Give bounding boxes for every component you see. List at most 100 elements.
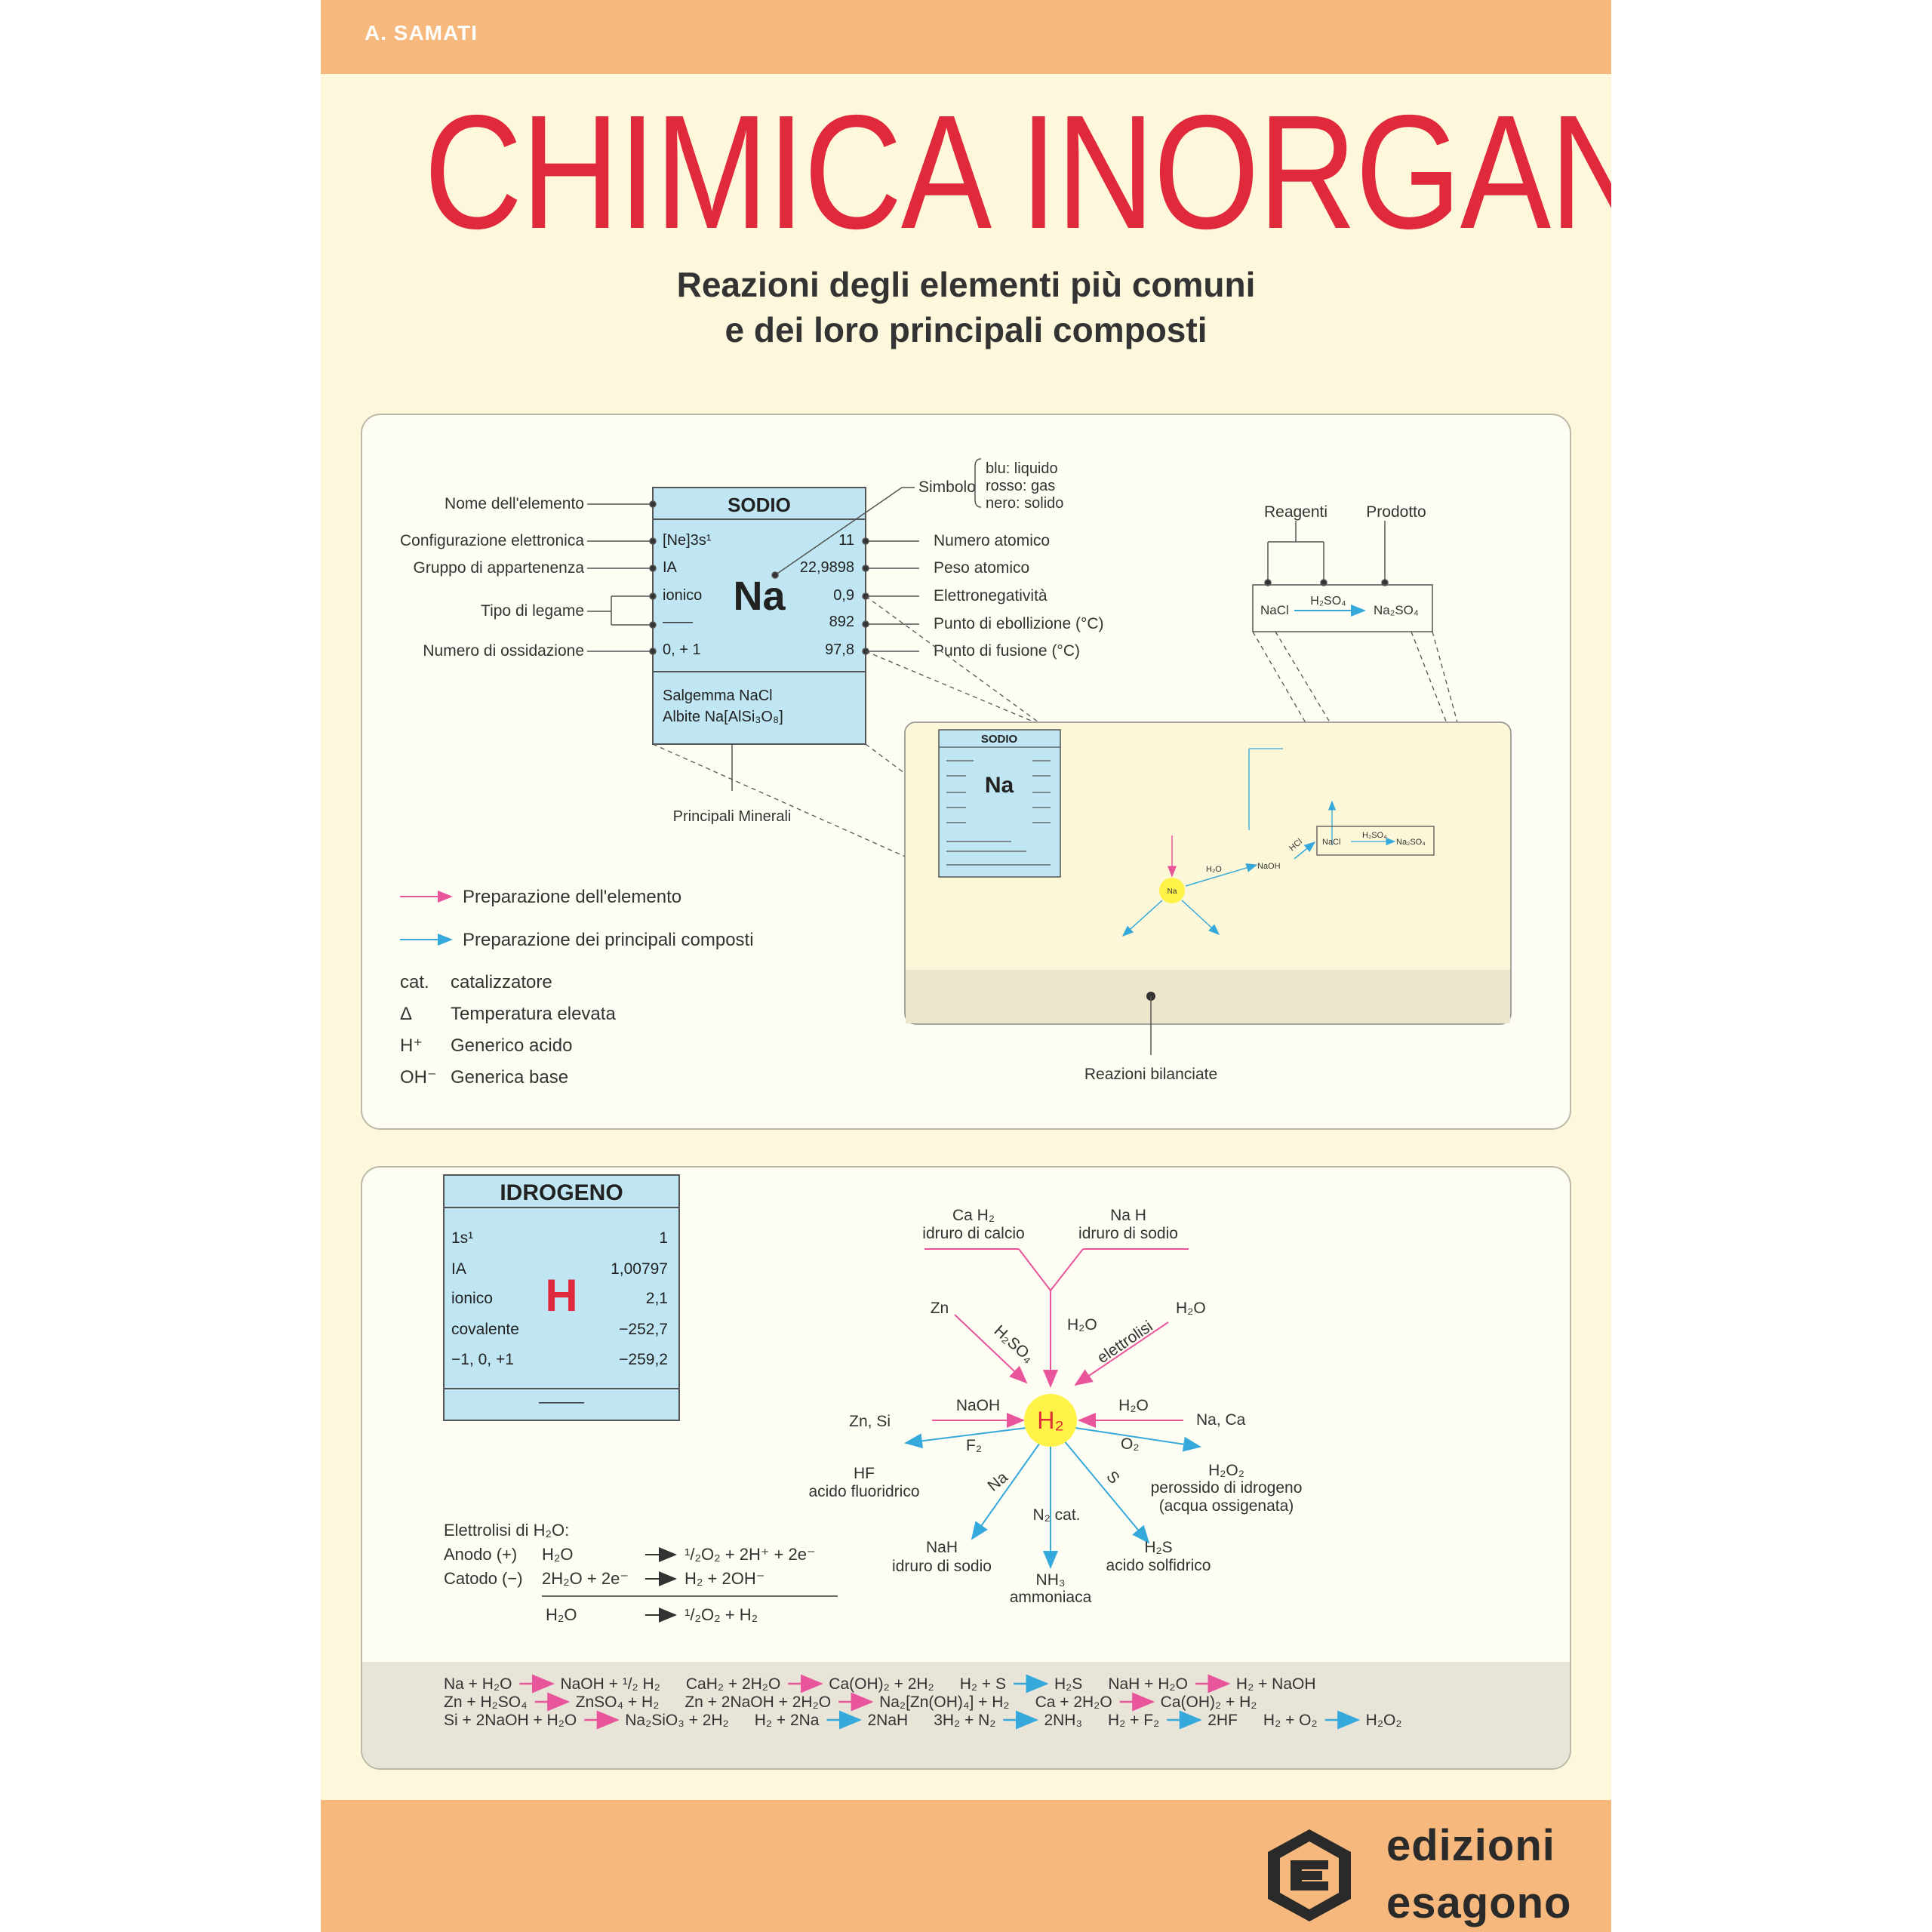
card-config: [Ne]3s¹	[663, 532, 712, 549]
symbol-color-gas: rosso: gas	[986, 478, 1055, 494]
example-product: Na₂SO₄	[1374, 603, 1419, 617]
mini-hydroxide: NaOH	[1257, 862, 1281, 871]
card-mineral-2: Albite Na[AlSi₃O₈]	[663, 709, 783, 725]
reaction-products: H₂ + NaOH	[1236, 1675, 1316, 1693]
key-base-symbol: OH⁻	[400, 1067, 437, 1088]
reaction-reactants: H₂ + 2Na	[755, 1712, 820, 1729]
card-boiling-point: 892	[829, 614, 854, 630]
label-bond-type: Tipo di legame	[481, 602, 584, 620]
hydrogen-row-2-left: IA	[451, 1260, 466, 1278]
hydrogen-row-4-right: −252,7	[619, 1321, 668, 1338]
reaction-products: 2NaH	[867, 1712, 908, 1729]
reaction-products: ZnSO₄ + H₂	[576, 1694, 660, 1711]
reaction-reactants: Si + 2NaOH + H₂O	[444, 1712, 577, 1729]
hf-name: acido fluoridrico	[808, 1483, 919, 1500]
mini-center: Na	[1168, 888, 1177, 896]
electrolysis-title: Elettrolisi di H₂O:	[444, 1521, 569, 1540]
f2-label: F₂	[966, 1437, 982, 1454]
o2-label: O₂	[1121, 1435, 1140, 1453]
bottom-band	[321, 1800, 1611, 1932]
reaction-products: H₂S	[1054, 1675, 1082, 1693]
key-acid-text: Generico acido	[451, 1035, 572, 1056]
hydrogen-panel: IDROGENO H 1s¹ 1 IA 1,00797 ionico 2,1 c…	[361, 1166, 1571, 1770]
top-band	[321, 0, 1611, 74]
publisher-line-1: edizioni	[1386, 1821, 1555, 1870]
reaction-reactants: Ca + 2H₂O	[1035, 1694, 1112, 1711]
nah-top-name: idruro di sodio	[1078, 1225, 1178, 1242]
label-atomic-weight: Peso atomico	[934, 559, 1029, 577]
author: A. SAMATI	[365, 21, 478, 45]
reaction-products: 2HF	[1208, 1712, 1238, 1729]
reaction-products: Na₂[Zn(OH)₄] + H₂	[879, 1694, 1009, 1711]
label-atomic-number: Numero atomico	[934, 532, 1050, 549]
key-base-text: Generica base	[451, 1067, 568, 1088]
mini-card-name: SODIO	[981, 733, 1018, 746]
label-balanced-reactions: Reazioni bilanciate	[1084, 1066, 1217, 1083]
na-ca-label: Na, Ca	[1196, 1411, 1246, 1429]
cathode-output: H₂ + 2OH⁻	[685, 1569, 764, 1588]
label-symbol: Simbolo	[918, 478, 976, 496]
reaction-reactants: 3H₂ + N₂	[934, 1712, 995, 1729]
reaction-products: 2NH₃	[1044, 1712, 1082, 1729]
publisher-line-2: esagono	[1386, 1878, 1572, 1927]
hydrogen-card-name: IDROGENO	[500, 1180, 623, 1205]
label-element-name: Nome dell'elemento	[445, 495, 584, 512]
cathode-input: 2H₂O + 2e⁻	[542, 1569, 629, 1588]
hydrogen-card-symbol: H	[545, 1270, 577, 1321]
reaction-products: Na₂SiO₃ + 2H₂	[625, 1712, 728, 1729]
hydrogen-row-3-right: 2,1	[646, 1290, 668, 1307]
mini-card-symbol: Na	[985, 773, 1014, 798]
mini-reagent: H₂SO₄	[1362, 831, 1387, 840]
symbol-color-liquid: blu: liquido	[986, 460, 1058, 477]
cah2-name: idruro di calcio	[922, 1225, 1024, 1242]
anode-output: ¹/₂O₂ + 2H⁺ + 2e⁻	[685, 1545, 816, 1564]
key-compound-prep: Preparazione dei principali composti	[463, 930, 754, 950]
nah-name: idruro di sodio	[892, 1558, 992, 1575]
book-cover: A. SAMATI CHIMICA INORGANICA Reazioni de…	[321, 0, 1611, 1932]
example-reagent: H₂SO₄	[1310, 595, 1346, 608]
label-product: Prodotto	[1366, 503, 1426, 521]
hydrogen-row-1-right: 1	[659, 1229, 668, 1247]
naoh-label: NaOH	[956, 1397, 1000, 1414]
h2s-formula: H₂S	[1144, 1539, 1172, 1556]
nah-formula: NaH	[926, 1539, 958, 1556]
hydrogen-row-5-left: −1, 0, +1	[451, 1351, 514, 1368]
cah2-formula: Ca H₂	[952, 1207, 995, 1224]
reaction-products: Ca(OH)₂ + H₂	[1161, 1694, 1257, 1711]
card-electronegativity: 0,9	[833, 587, 854, 604]
reaction-reactants: Na + H₂O	[444, 1675, 512, 1693]
subtitle-line-1: Reazioni degli elementi più comuni	[676, 265, 1256, 304]
card-bond-2: ——	[663, 614, 693, 630]
key-delta-symbol: Δ	[400, 1004, 412, 1024]
card-atomic-weight: 22,9898	[800, 559, 854, 576]
card-melting-point: 97,8	[825, 641, 854, 658]
label-oxidation: Numero di ossidazione	[423, 642, 584, 660]
card-group: IA	[663, 559, 678, 576]
hydrogen-row-2-right: 1,00797	[611, 1260, 668, 1278]
elettrolisi-label: elettrolisi	[1094, 1318, 1156, 1367]
reaction-products: Ca(OH)₂ + 2H₂	[829, 1675, 934, 1693]
hydrogen-row-5-right: −259,2	[619, 1351, 668, 1368]
subtitle-line-2: e dei loro principali composti	[724, 310, 1208, 349]
nh3-formula: NH₃	[1036, 1571, 1066, 1589]
label-electronegativity: Elettronegatività	[934, 587, 1048, 605]
reaction-reactants: H₂ + S	[960, 1675, 1006, 1693]
h2o2-name-2: (acqua ossigenata)	[1159, 1497, 1294, 1515]
card-mineral-1: Salgemma NaCl	[663, 688, 773, 704]
nh3-name: ammoniaca	[1010, 1589, 1092, 1606]
h2o-center-label: H₂O	[1067, 1316, 1097, 1334]
symbol-color-solid: nero: solido	[986, 495, 1063, 512]
example-reactant: NaCl	[1260, 603, 1289, 617]
label-minerals: Principali Minerali	[673, 808, 792, 825]
h2o2-formula: H₂O₂	[1208, 1462, 1244, 1479]
hydrogen-card-minerals: ———	[539, 1394, 584, 1411]
mini-product: Na₂SO₄	[1396, 838, 1426, 847]
hydrogen-card	[443, 1174, 680, 1421]
reaction-reactants: NaH + H₂O	[1108, 1675, 1188, 1693]
s-label: S	[1103, 1468, 1122, 1487]
label-electron-config: Configurazione elettronica	[400, 532, 584, 549]
reaction-reactants: Zn + H₂SO₄	[444, 1694, 528, 1711]
key-acid-symbol: H⁺	[400, 1035, 423, 1056]
h2-circle	[1024, 1394, 1077, 1447]
